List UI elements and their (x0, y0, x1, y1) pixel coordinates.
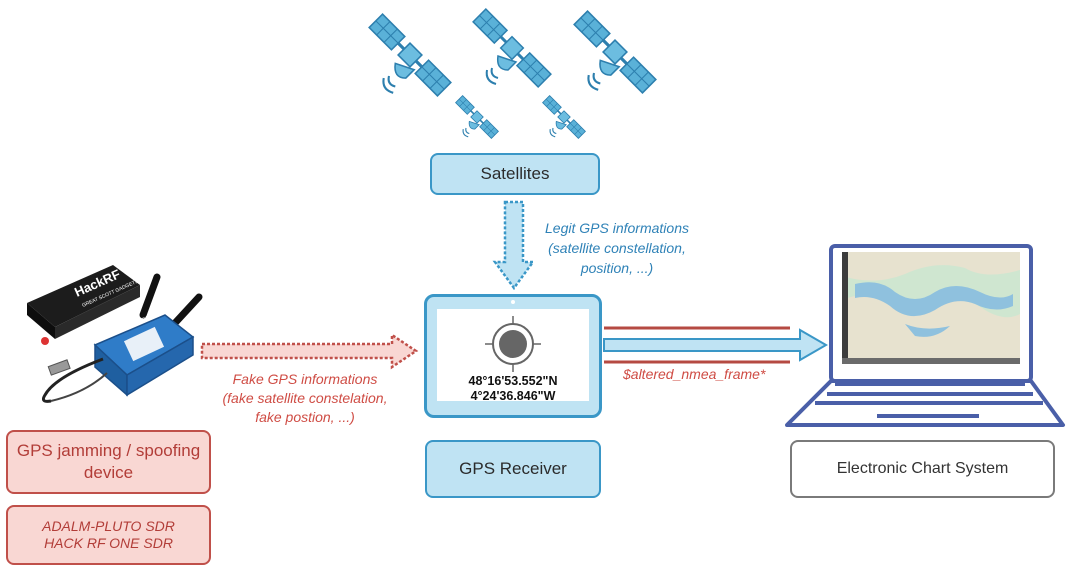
jamming-device-box: GPS jamming / spoofing device (6, 430, 211, 494)
sdr-hardware-box: ADALM-PLUTO SDR HACK RF ONE SDR (6, 505, 211, 565)
longitude: 4°24'36.846"W (470, 389, 556, 403)
gps-receiver-box: GPS Receiver (425, 440, 601, 498)
gps-receiver-label: GPS Receiver (459, 459, 567, 478)
nmea-frame-label: $altered_nmea_frame* (623, 366, 766, 382)
nmea-output-arrow (603, 326, 829, 364)
chart-system-label: Electronic Chart System (836, 460, 1009, 477)
satellite-icon (541, 94, 587, 140)
satellites-box: Satellites (430, 153, 600, 195)
receiver-coordinates: 48°16'53.552"N 4°24'36.846"W (434, 374, 592, 404)
legit-signal-arrow (492, 200, 536, 291)
satellite-icon (572, 9, 658, 95)
legit-info-label: Legit GPS informations (satellite conste… (545, 220, 689, 276)
latitude: 48°16'53.552"N (468, 374, 558, 388)
sdr-hardware-line2: HACK RF ONE SDR (44, 535, 173, 551)
fake-info-label: Fake GPS informations (fake satellite co… (222, 371, 388, 425)
location-target-icon (485, 316, 541, 372)
satellite-icon (471, 7, 553, 89)
fake-signal-arrow (200, 332, 419, 370)
receiver-camera-dot (511, 300, 515, 304)
sdr-hardware-line1: ADALM-PLUTO SDR (42, 518, 175, 534)
satellites-group (367, 7, 658, 140)
chart-system-box: Electronic Chart System (790, 440, 1055, 498)
jamming-device-label-line2: device (83, 463, 134, 482)
laptop-icon (785, 244, 1065, 427)
satellites-label: Satellites (480, 164, 550, 183)
jamming-device-label-line1: GPS jamming / spoofing (16, 441, 201, 460)
sdr-hardware-image: HackRF One GREAT SCOTT GADGETS ANALOG DE… (27, 255, 203, 403)
satellite-icon (454, 94, 500, 140)
satellite-icon (367, 12, 453, 98)
